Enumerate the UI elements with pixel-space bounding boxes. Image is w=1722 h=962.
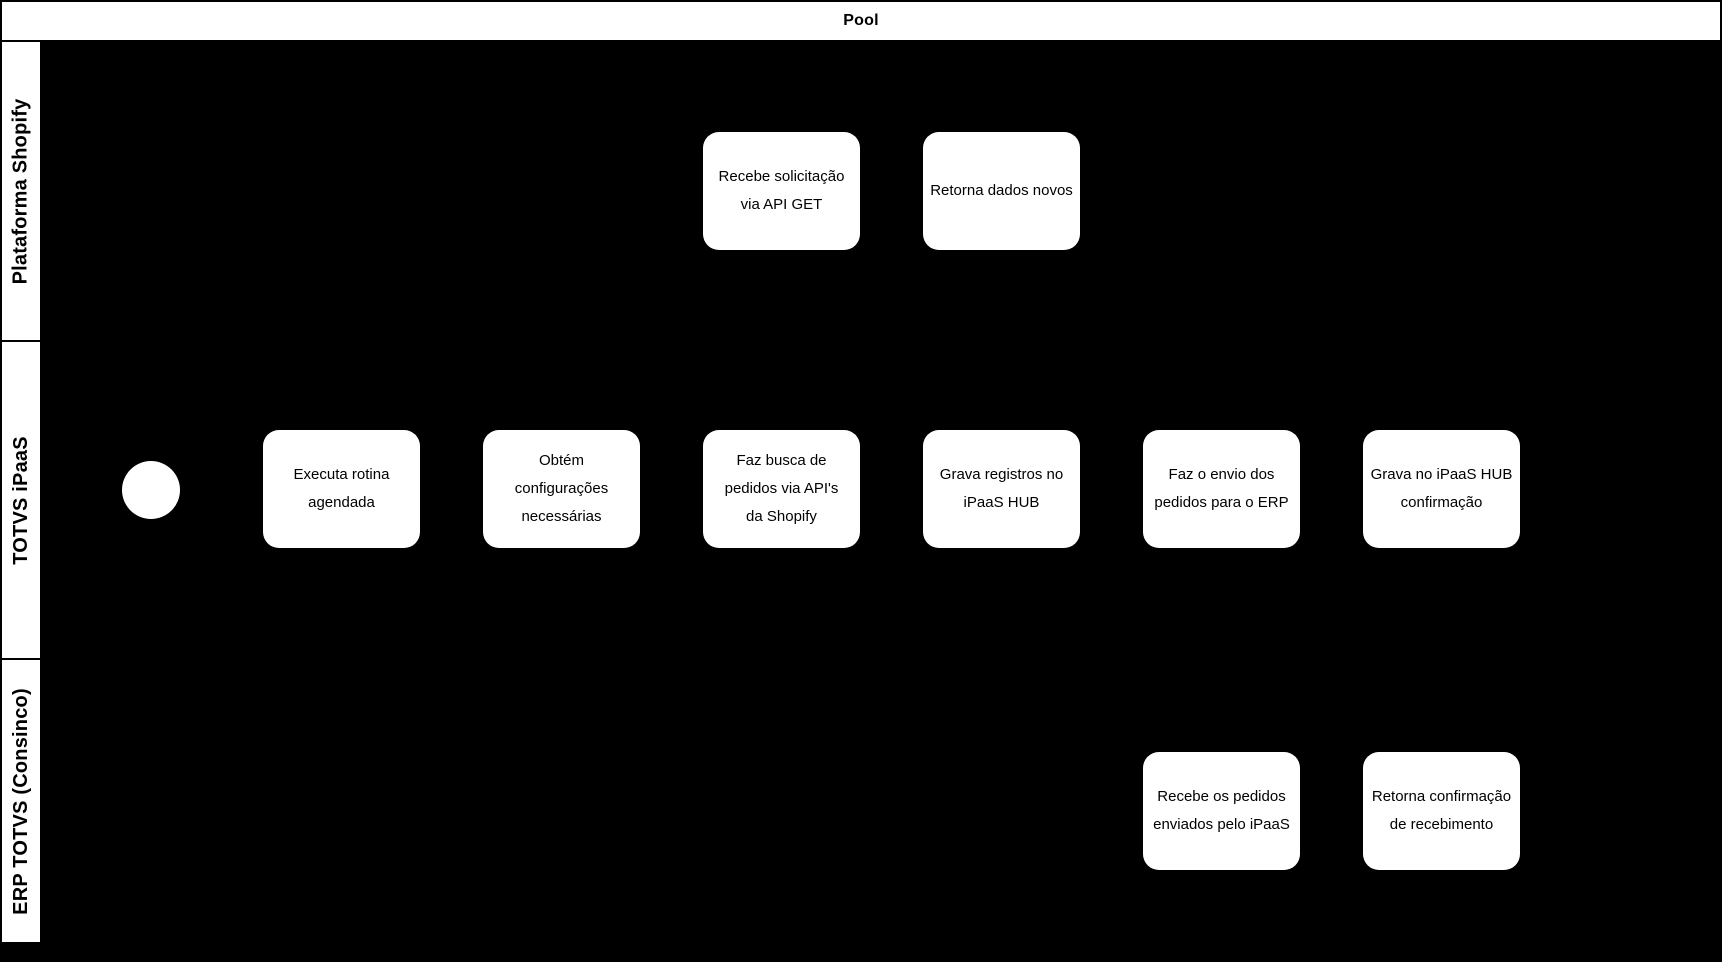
lane-title: Plataforma Shopify xyxy=(9,98,32,284)
pool-title: Pool xyxy=(843,12,879,29)
task-executa-rotina-agendada[interactable]: Executa rotina agendada xyxy=(263,430,420,548)
lane-label-totvs-ipaas: TOTVS iPaaS xyxy=(2,342,40,658)
task-faz-o-envio-dos-pedidos[interactable]: Faz o envio dos pedidos para o ERP xyxy=(1143,430,1300,548)
task-faz-busca-de-pedidos[interactable]: Faz busca de pedidos via API's da Shopif… xyxy=(703,430,860,548)
task-retorna-dados-novos[interactable]: Retorna dados novos xyxy=(923,132,1080,250)
start-event-circle[interactable] xyxy=(122,461,180,519)
task-grava-no-ipaas-hub-confirmacao[interactable]: Grava no iPaaS HUB confirmação xyxy=(1363,430,1520,548)
task-retorna-confirmacao-recebimento[interactable]: Retorna confirmação de recebimento xyxy=(1363,752,1520,870)
lane-label-plataforma-shopify: Plataforma Shopify xyxy=(2,42,40,340)
lane-title: ERP TOTVS (Consinco) xyxy=(9,687,32,915)
lane-label-erp-totvs-consinco: ERP TOTVS (Consinco) xyxy=(2,660,40,942)
task-recebe-solicitacao-via-api-get[interactable]: Recebe solicitação via API GET xyxy=(703,132,860,250)
task-grava-registros-no-ipaas-hub[interactable]: Grava registros no iPaaS HUB xyxy=(923,430,1080,548)
task-recebe-os-pedidos-enviados[interactable]: Recebe os pedidos enviados pelo iPaaS xyxy=(1143,752,1300,870)
task-obtem-configuracoes-necessarias[interactable]: Obtém configurações necessárias xyxy=(483,430,640,548)
pool-header: Pool xyxy=(2,2,1720,40)
lane-title: TOTVS iPaaS xyxy=(9,435,32,565)
